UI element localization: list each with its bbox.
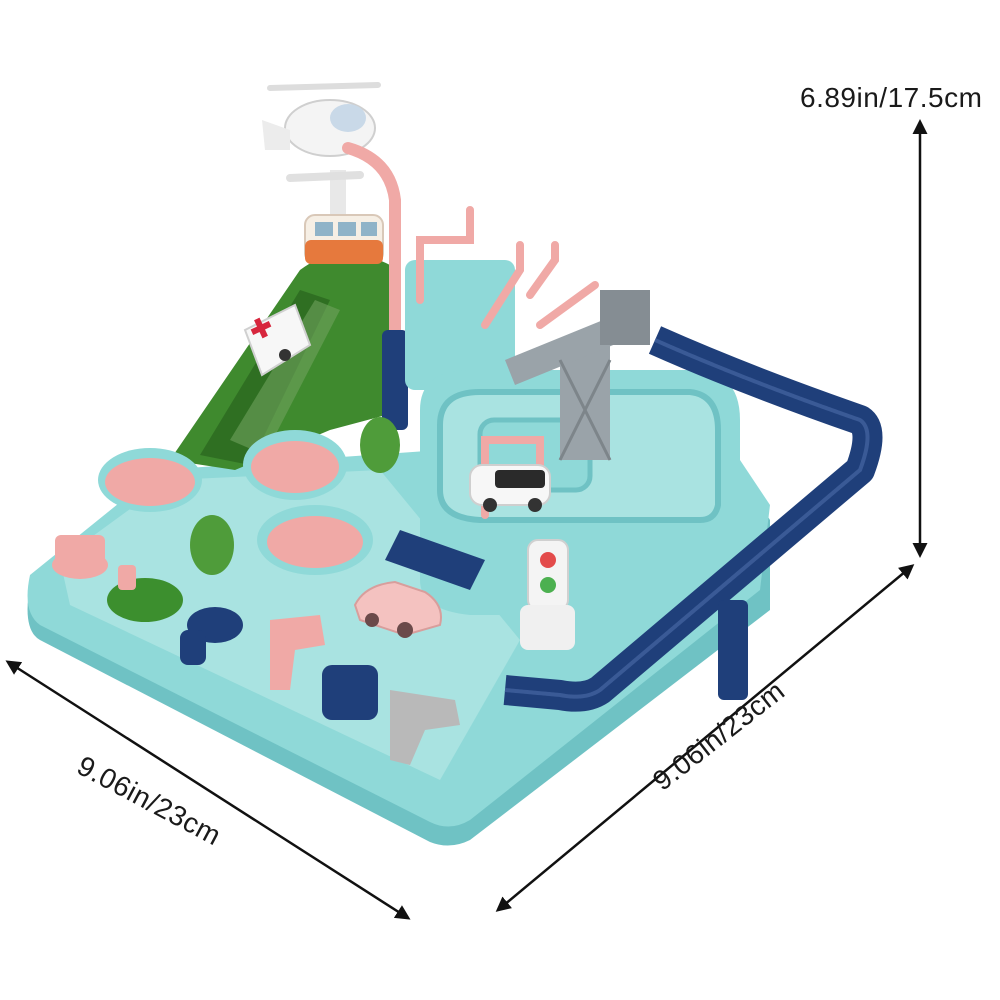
helicopter-icon: [262, 82, 381, 235]
height-dimension-label: 6.89in/17.5cm: [800, 82, 983, 113]
bus-icon: [304, 214, 384, 264]
pink-slide-pole: [342, 142, 401, 336]
track-support: [718, 600, 748, 700]
right-width-arrow: [495, 564, 915, 912]
ambulance-icon: [243, 303, 312, 377]
police-car-icon: [469, 464, 551, 512]
navy-bridge: [385, 530, 485, 590]
tree-icons: [190, 417, 400, 575]
pink-car-icon: [353, 580, 442, 638]
crane-icon: [505, 290, 650, 461]
traffic-light-icon: [520, 539, 575, 650]
navy-pillar: [382, 330, 408, 430]
left-width-arrow: [5, 660, 411, 920]
pink-pads: [98, 430, 373, 575]
